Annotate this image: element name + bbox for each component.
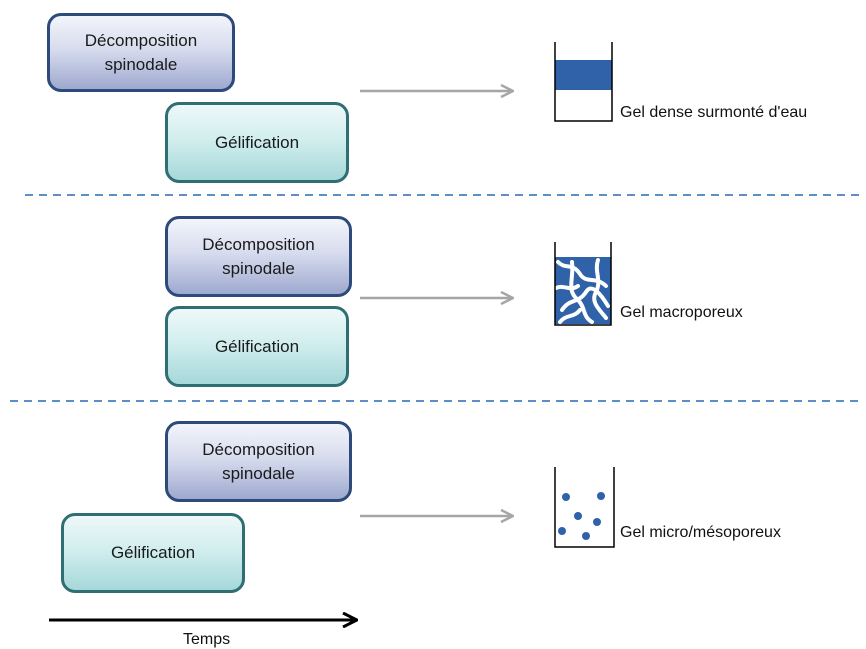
result-label-row-3: Gel micro/mésoporeux [620,524,781,541]
gelification-label-row-1: Gélification [214,132,300,152]
decomposition-label-row-1: Décomposition spinodale [84,30,198,74]
result-label-row-2: Gel macroporeux [620,304,743,321]
gelification-box-row-3: Gélification [61,513,245,593]
decomposition-box-row-2: Décomposition spinodale [165,216,352,297]
decomposition-label-row-2: Décomposition spinodale [202,234,315,278]
gelification-label-row-3: Gélification [110,543,196,562]
gelification-box-row-2: Gélification [165,306,349,387]
dense-gel-beaker-icon [554,42,613,122]
gelification-box-row-1: Gélification [165,102,349,183]
decomposition-box-row-1: Décomposition spinodale [47,13,235,92]
microporous-gel-beaker-icon [554,467,615,548]
result-label-row-1: Gel dense surmonté d'eau [620,104,808,121]
time-axis-label: Temps [183,631,231,648]
macroporous-gel-beaker-icon [554,242,612,326]
decomposition-box-row-3: Décomposition spinodale [165,421,352,502]
decomposition-label-row-3: Décomposition spinodale [202,439,315,483]
gelification-label-row-2: Gélification [214,336,300,356]
